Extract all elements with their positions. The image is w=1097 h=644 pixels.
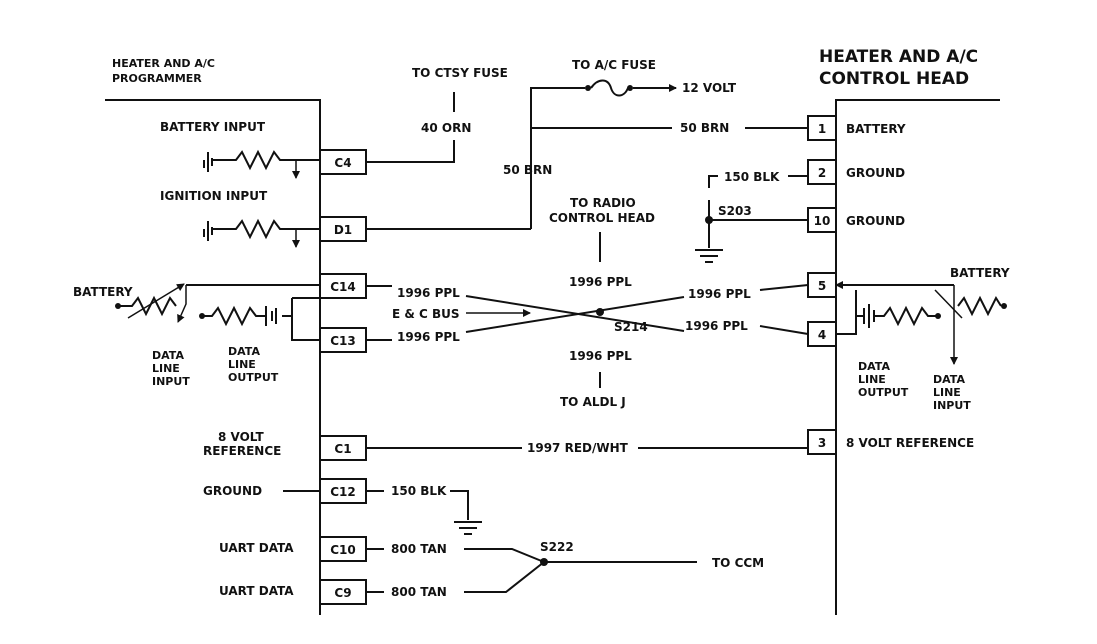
left-data-line-circuit: BATTERY DATA LINE INPUT DATA LINE OUTPUT	[73, 283, 320, 388]
pin-c9: C9	[334, 586, 351, 600]
pin-c13: C13	[330, 334, 356, 348]
programmer-pins: C4 D1 C14 C13 C1 C12 C10 C9	[319, 149, 367, 605]
to-ccm-label: TO CCM	[712, 556, 764, 570]
left-dli-3: INPUT	[152, 375, 190, 388]
right-battery-top-label: BATTERY	[950, 266, 1010, 280]
left-8v-ref-1: 8 VOLT	[218, 430, 264, 444]
blk-150-bottom-label: 150 BLK	[391, 484, 447, 498]
right-battery-label: BATTERY	[846, 122, 906, 136]
ppl-c14-label: 1996 PPL	[397, 286, 460, 300]
red-wht-label: 1997 RED/WHT	[527, 441, 629, 455]
to-aldl-label: TO ALDL J	[560, 395, 626, 409]
s203-label: S203	[718, 204, 752, 218]
pin-c4: C4	[334, 156, 351, 170]
battery-input-circuit: BATTERY INPUT	[160, 120, 320, 179]
right-dli-2: LINE	[933, 386, 961, 399]
control-head-title-1: HEATER AND A/C	[819, 47, 978, 67]
ec-bus-label: E & C BUS	[392, 307, 460, 321]
ppl-c13-label: 1996 PPL	[397, 330, 460, 344]
left-8v-ref-2: REFERENCE	[203, 444, 281, 458]
to-radio-1: TO RADIO	[570, 196, 636, 210]
top-wires: TO CTSY FUSE 40 ORN TO A/C FUSE 12 VOLT …	[366, 58, 808, 263]
pin-3: 3	[818, 436, 826, 450]
right-8v-ref-label: 8 VOLT REFERENCE	[846, 436, 974, 450]
pin-5: 5	[818, 279, 826, 293]
lower-wires: 1997 RED/WHT 150 BLK 800 TAN 800 TAN S22…	[366, 441, 808, 599]
pin-4: 4	[818, 328, 826, 342]
left-ground-label: GROUND	[203, 484, 262, 498]
s214-label: S214	[614, 320, 648, 334]
pin-c14: C14	[330, 280, 356, 294]
left-dlo-3: OUTPUT	[228, 371, 279, 384]
left-dlo-1: DATA	[228, 345, 260, 358]
tan-c9-label: 800 TAN	[391, 585, 447, 599]
brn-50-top-label: 50 BRN	[680, 121, 729, 135]
right-ground1-label: GROUND	[846, 166, 905, 180]
programmer-module: HEATER AND A/C PROGRAMMER	[105, 57, 321, 615]
left-battery-label: BATTERY	[73, 285, 133, 299]
to-radio-2: CONTROL HEAD	[549, 211, 655, 225]
right-ground2-label: GROUND	[846, 214, 905, 228]
left-dli-1: DATA	[152, 349, 184, 362]
control-head-title-2: CONTROL HEAD	[819, 69, 969, 89]
pin-c1: C1	[334, 442, 351, 456]
tan-c10-label: 800 TAN	[391, 542, 447, 556]
ppl-5-label: 1996 PPL	[688, 287, 751, 301]
ignition-input-label: IGNITION INPUT	[160, 189, 268, 203]
orn-40-label: 40 ORN	[421, 121, 471, 135]
right-dlo-2: LINE	[858, 373, 886, 386]
ec-bus-crossover: TO RADIO CONTROL HEAD 1996 PPL 1996 PPL …	[366, 196, 809, 409]
volt-12-label: 12 VOLT	[682, 81, 737, 95]
left-uart2-label: UART DATA	[219, 584, 294, 598]
blk-150-top-label: 150 BLK	[724, 170, 780, 184]
programmer-boundary	[105, 99, 321, 615]
pin-d1: D1	[334, 223, 352, 237]
battery-input-label: BATTERY INPUT	[160, 120, 266, 134]
pin-2: 2	[818, 166, 826, 180]
brn-50-vert-label: 50 BRN	[503, 163, 552, 177]
ppl-top-label: 1996 PPL	[569, 275, 632, 289]
control-head-pins: 1 2 10 5 4 3	[807, 115, 837, 455]
pin-c12: C12	[330, 485, 356, 499]
to-ac-fuse-label: TO A/C FUSE	[572, 58, 656, 72]
programmer-title-1: HEATER AND A/C	[112, 57, 215, 70]
left-dlo-2: LINE	[228, 358, 256, 371]
right-dli-1: DATA	[933, 373, 965, 386]
s222-label: S222	[540, 540, 574, 554]
pin-c10: C10	[330, 543, 356, 557]
left-uart1-label: UART DATA	[219, 541, 294, 555]
left-dli-2: LINE	[152, 362, 180, 375]
pin-10: 10	[814, 214, 831, 228]
ignition-input-circuit: IGNITION INPUT	[160, 189, 320, 248]
right-data-line-circuit: BATTERY DATA LINE OUTPUT DATA LINE INPUT	[835, 266, 1010, 412]
pin-1: 1	[818, 122, 826, 136]
right-dlo-1: DATA	[858, 360, 890, 373]
to-ctsy-fuse-label: TO CTSY FUSE	[412, 66, 508, 80]
right-dli-3: INPUT	[933, 399, 971, 412]
right-dlo-3: OUTPUT	[858, 386, 909, 399]
ppl-4-label: 1996 PPL	[685, 319, 748, 333]
control-head-labels: BATTERY GROUND GROUND 8 VOLT REFERENCE	[846, 122, 974, 450]
programmer-lower-labels: 8 VOLT REFERENCE GROUND UART DATA UART D…	[203, 430, 320, 598]
programmer-title-2: PROGRAMMER	[112, 72, 202, 85]
ppl-bottom-label: 1996 PPL	[569, 349, 632, 363]
